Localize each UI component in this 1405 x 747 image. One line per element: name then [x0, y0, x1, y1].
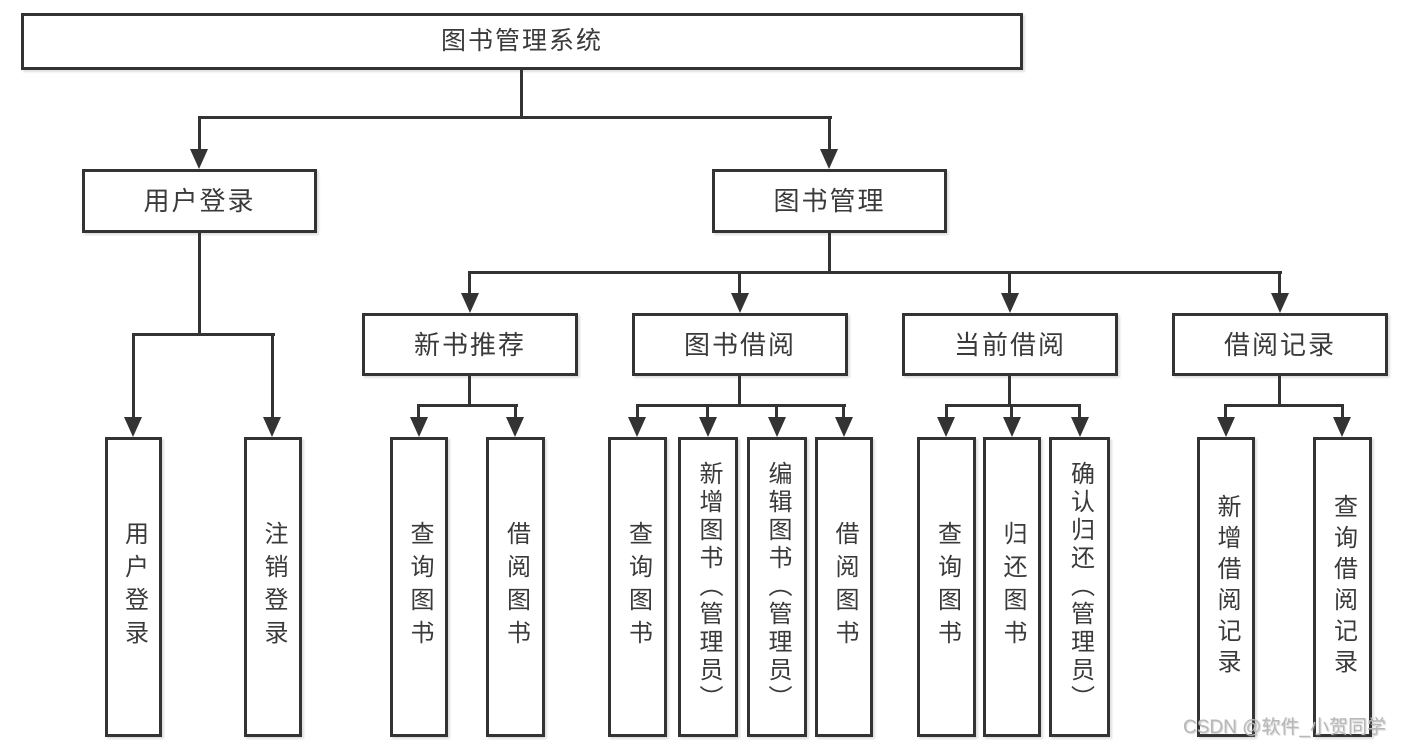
node-borrow-record: 借阅记录 [1172, 313, 1388, 376]
leaf-query-borrow-record-label: 查询借阅记录 [1329, 494, 1357, 680]
leaf-add-borrow-record: 新增借阅记录 [1197, 437, 1255, 737]
connector-line [828, 231, 831, 274]
arrowhead-down-icon [731, 293, 749, 313]
connector-line [945, 404, 948, 421]
arrowhead-down-icon [506, 417, 524, 437]
connector-line [828, 116, 831, 150]
leaf-logout: 注销登录 [244, 437, 302, 737]
connector-line [1224, 404, 1227, 421]
leaf-rec-borrow-book: 借阅图书 [486, 437, 545, 737]
leaf-current-query-book-label: 查询图书 [933, 521, 961, 653]
node-book-borrow: 图书借阅 [632, 313, 848, 376]
node-user-login: 用户登录 [82, 169, 317, 233]
connector-line [1008, 271, 1011, 297]
arrowhead-down-icon [263, 417, 281, 437]
node-current-borrow: 当前借阅 [902, 313, 1118, 376]
arrowhead-down-icon [1333, 417, 1351, 437]
leaf-borrow-book-label: 借阅图书 [831, 521, 858, 653]
arrowhead-down-icon [1003, 417, 1021, 437]
arrowhead-down-icon [937, 417, 955, 437]
node-book-borrow-label: 图书借阅 [683, 329, 796, 360]
connector-line [738, 374, 741, 407]
leaf-borrow-book: 借阅图书 [815, 437, 873, 737]
leaf-rec-query-book: 查询图书 [390, 437, 448, 737]
connector-line [198, 116, 201, 150]
connector-line [198, 116, 832, 119]
arrowhead-down-icon [835, 417, 853, 437]
connector-line [775, 404, 778, 421]
connector-line [1010, 404, 1013, 421]
connector-line [636, 404, 846, 407]
arrowhead-down-icon [461, 293, 479, 313]
connector-line [468, 374, 471, 407]
leaf-rec-query-book-label: 查询图书 [406, 521, 433, 653]
connector-line [271, 333, 274, 419]
leaf-borrow-query-book: 查询图书 [608, 437, 667, 737]
arrowhead-down-icon [1071, 417, 1089, 437]
connector-line [468, 271, 1282, 274]
leaf-add-book-admin-label: 新增图书（管理员） [695, 461, 722, 713]
node-borrow-record-label: 借阅记录 [1223, 329, 1336, 360]
leaf-edit-book-admin: 编辑图书（管理员） [747, 437, 807, 737]
connector-line [417, 404, 420, 421]
connector-line [520, 68, 523, 118]
connector-line [198, 231, 201, 335]
node-root-label: 图书管理系统 [440, 27, 603, 55]
node-new-book-recommend: 新书推荐 [362, 313, 578, 376]
connector-line [1224, 404, 1344, 407]
leaf-rec-borrow-book-label: 借阅图书 [502, 521, 530, 653]
connector-line [636, 404, 639, 421]
node-user-login-label: 用户登录 [143, 186, 256, 216]
node-book-management: 图书管理 [712, 169, 947, 233]
leaf-return-book: 归还图书 [983, 437, 1041, 737]
leaf-logout-label: 注销登录 [260, 521, 287, 653]
connector-line [132, 333, 135, 419]
arrowhead-down-icon [1001, 293, 1019, 313]
node-current-borrow-label: 当前借阅 [953, 329, 1066, 360]
node-book-management-label: 图书管理 [773, 186, 886, 216]
leaf-current-query-book: 查询图书 [917, 437, 976, 737]
connector-line [706, 404, 709, 421]
leaf-user-login: 用户登录 [105, 437, 162, 737]
arrowhead-down-icon [768, 417, 786, 437]
arrowhead-down-icon [820, 149, 838, 169]
connector-line [1008, 374, 1011, 407]
leaf-confirm-return-admin: 确认归还（管理员） [1049, 437, 1110, 737]
connector-line [132, 333, 275, 336]
arrowhead-down-icon [124, 417, 142, 437]
connector-line [1341, 404, 1344, 421]
arrowhead-down-icon [410, 417, 428, 437]
arrowhead-down-icon [628, 417, 646, 437]
leaf-edit-book-admin-label: 编辑图书（管理员） [764, 461, 791, 713]
leaf-user-login-label: 用户登录 [120, 521, 148, 653]
arrowhead-down-icon [1217, 417, 1235, 437]
connector-line [945, 404, 1081, 407]
node-new-book-recommend-label: 新书推荐 [413, 329, 526, 360]
connector-line [514, 404, 517, 421]
leaf-add-borrow-record-label: 新增借阅记录 [1213, 494, 1240, 680]
connector-line [842, 404, 845, 421]
connector-line [468, 271, 471, 297]
node-root: 图书管理系统 [21, 13, 1023, 70]
connector-line [1278, 271, 1281, 297]
arrowhead-down-icon [699, 417, 717, 437]
connector-line [1078, 404, 1081, 421]
watermark: CSDN @软件_小贺同学 [1183, 717, 1386, 738]
arrowhead-down-icon [1271, 293, 1289, 313]
leaf-return-book-label: 归还图书 [999, 521, 1026, 653]
connector-line [417, 404, 518, 407]
leaf-confirm-return-admin-label: 确认归还（管理员） [1066, 461, 1094, 713]
connector-line [1278, 374, 1281, 407]
arrowhead-down-icon [190, 149, 208, 169]
leaf-add-book-admin: 新增图书（管理员） [678, 437, 738, 737]
connector-line [738, 271, 741, 297]
leaf-borrow-query-book-label: 查询图书 [624, 521, 652, 653]
leaf-query-borrow-record: 查询借阅记录 [1313, 437, 1372, 737]
